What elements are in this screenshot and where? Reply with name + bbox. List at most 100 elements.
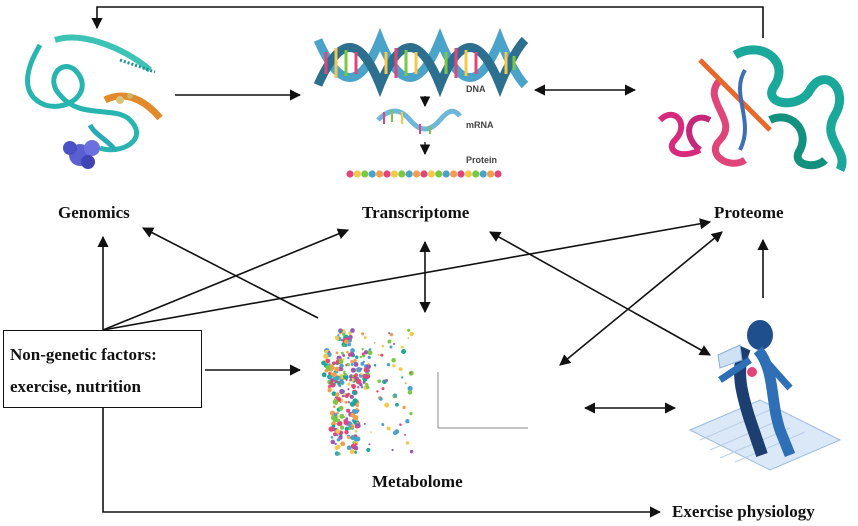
metabolite-dot <box>407 390 413 395</box>
metabolite-dot <box>338 405 344 411</box>
metabolite-dot <box>334 366 340 372</box>
metabolite-dot <box>361 332 365 336</box>
metabolite-dot <box>329 370 333 373</box>
non-genetic-factors-box: Non-genetic factors: exercise, nutrition <box>3 330 202 408</box>
arrow-factors-to-proteome <box>102 218 712 331</box>
metabolite-dot <box>356 421 359 424</box>
metabolite-dot <box>350 367 356 373</box>
metabolite-dot <box>385 379 388 382</box>
metabolite-dot <box>333 412 338 417</box>
metabolite-dot <box>368 348 372 351</box>
protein-bead <box>464 170 472 178</box>
metabolite-dot <box>346 363 350 367</box>
genomics-label: Genomics <box>58 203 130 222</box>
metabolite-dot <box>323 353 329 359</box>
metabolite-dot <box>405 418 410 424</box>
metabolite-dot <box>386 426 391 431</box>
metabolite-dot <box>330 436 334 439</box>
protein-bead <box>413 170 421 178</box>
metabolite-dot <box>392 364 396 368</box>
metabolite-dot <box>336 438 341 442</box>
protein-bead <box>368 170 376 178</box>
dna-helix-illustration <box>313 27 529 156</box>
metabolite-dot <box>342 358 345 361</box>
metabolite-dot <box>342 415 345 419</box>
metabolite-dot <box>325 364 331 370</box>
metabolite-dot <box>328 384 331 388</box>
metabolite-dot <box>343 344 346 347</box>
metabolite-dot <box>347 401 350 404</box>
metabolite-dot <box>339 380 345 385</box>
protein-bead <box>353 170 361 178</box>
metabolite-dot <box>332 405 336 408</box>
arrow-transcriptome-exercise <box>489 231 711 356</box>
metabolite-dot <box>348 334 353 340</box>
metabolite-dot <box>349 449 355 455</box>
metabolite-dot <box>352 415 359 421</box>
metabolite-dot <box>339 388 345 395</box>
metabolite-dot <box>378 397 383 401</box>
metabolite-dot <box>360 361 365 366</box>
metabolite-dot <box>331 361 336 366</box>
exercise-physiology-label: Exercise physiology <box>672 502 815 521</box>
proteome-label: Proteome <box>714 203 784 222</box>
metabolite-dot <box>357 386 360 389</box>
metabolite-dot <box>386 362 391 367</box>
metabolite-dot <box>340 351 344 355</box>
metabolite-dot <box>392 430 398 436</box>
metabolite-dot <box>347 342 352 347</box>
protein-bead <box>398 170 406 178</box>
metabolite-dot <box>407 328 411 332</box>
metabolite-dot <box>350 362 354 366</box>
metabolite-dot <box>363 422 366 425</box>
metabolite-dot <box>349 351 355 357</box>
mrna-label: mRNA <box>466 120 494 130</box>
connection-arrows <box>91 6 769 518</box>
metabolite-dot <box>361 347 364 351</box>
metabolite-dot <box>335 416 338 419</box>
metabolite-dot <box>332 417 338 423</box>
transcriptome-label: Transcriptome <box>362 203 470 222</box>
protein-bead <box>390 170 398 178</box>
metabolite-dot <box>332 376 337 381</box>
metabolite-dot <box>387 339 392 344</box>
metabolite-dot <box>380 353 384 357</box>
metabolite-dot <box>348 331 352 336</box>
metabolite-dot <box>407 385 413 392</box>
arrow-metabolome-to-genomics <box>142 227 319 319</box>
protein-bead <box>405 170 413 178</box>
metabolite-dot <box>346 445 352 451</box>
metabolite-dot <box>328 426 334 432</box>
metabolite-dot <box>355 378 362 385</box>
metabolite-dot <box>347 356 350 360</box>
protein-bead <box>450 170 458 178</box>
protein-bead <box>420 170 428 178</box>
metabolite-dot <box>360 385 364 389</box>
metabolite-dot <box>352 398 358 404</box>
metabolite-dot <box>353 445 359 451</box>
protein-bead <box>435 170 443 178</box>
metabolite-dot <box>350 378 355 382</box>
protein-bead <box>457 170 465 178</box>
protein-bead <box>427 170 435 178</box>
metabolite-dot <box>346 350 349 354</box>
metabolite-dot <box>346 408 351 413</box>
metabolite-dot <box>366 385 370 389</box>
metabolite-dot <box>330 382 336 388</box>
protein-bead <box>346 170 354 178</box>
metabolite-dot <box>344 426 349 431</box>
metabolite-dot <box>353 361 359 367</box>
arrow-proteome-metabolome <box>559 231 723 366</box>
metabolite-dot <box>391 448 394 452</box>
metabolite-dot <box>352 390 357 395</box>
metabolite-dot <box>373 341 376 344</box>
dna-label: DNA <box>466 84 486 94</box>
metabolite-dot <box>350 348 355 353</box>
metabolite-dot <box>336 444 341 450</box>
protein-bead <box>376 170 384 178</box>
metabolite-dot <box>405 441 410 445</box>
metabolite-dot <box>328 375 331 379</box>
metabolite-dot <box>349 378 352 381</box>
